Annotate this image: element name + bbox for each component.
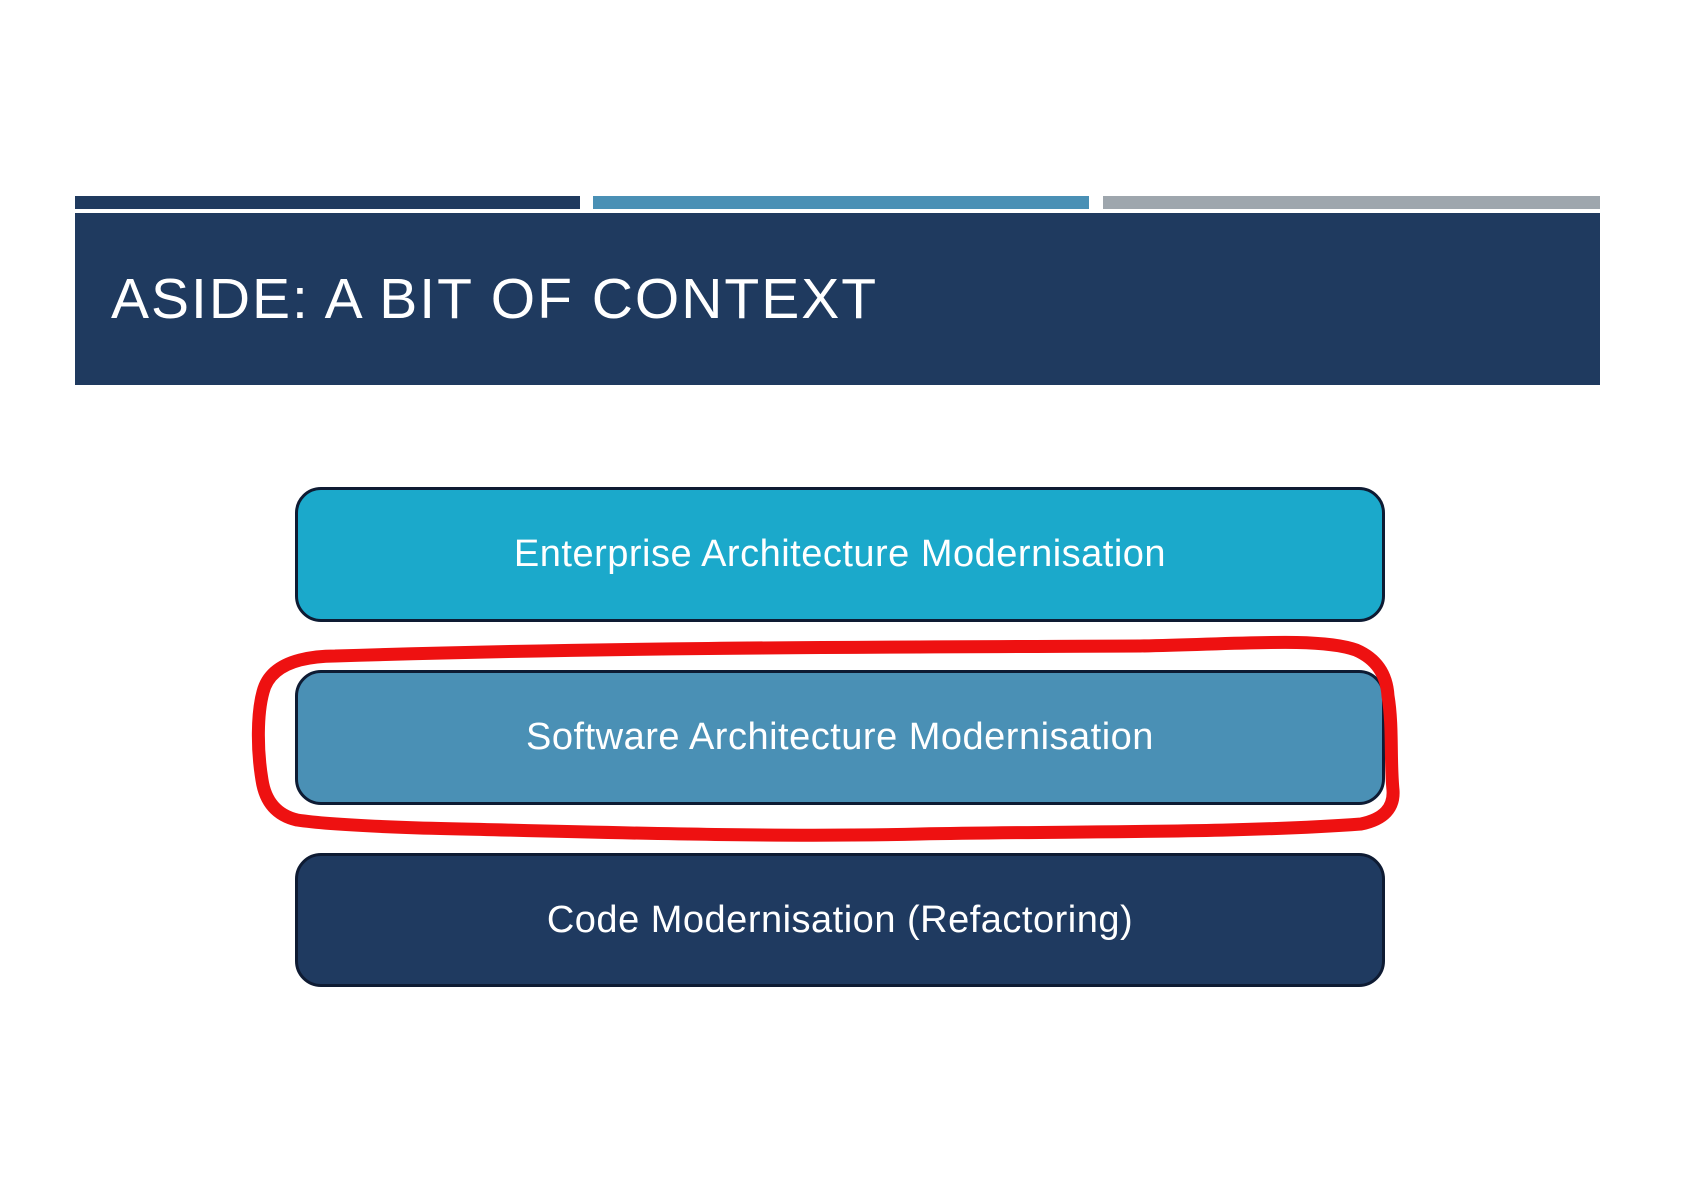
box-label: Software Architecture Modernisation (526, 716, 1154, 758)
box-enterprise-architecture-modernisation: Enterprise Architecture Modernisation (295, 487, 1385, 622)
box-label: Code Modernisation (Refactoring) (546, 898, 1134, 941)
box-label: Enterprise Architecture Modernisation (513, 533, 1167, 575)
decor-bar-navy-segment (75, 196, 580, 209)
box-code-modernisation-refactoring: Code Modernisation (Refactoring) (295, 853, 1385, 987)
box-software-architecture-modernisation: Software Architecture Modernisation (295, 670, 1385, 805)
decor-bar-steel-segment (593, 196, 1089, 209)
decor-bar-gray-segment (1103, 196, 1600, 209)
slide-title: ASIDE: A BIT OF CONTEXT (111, 267, 879, 331)
title-banner: ASIDE: A BIT OF CONTEXT (75, 213, 1600, 385)
